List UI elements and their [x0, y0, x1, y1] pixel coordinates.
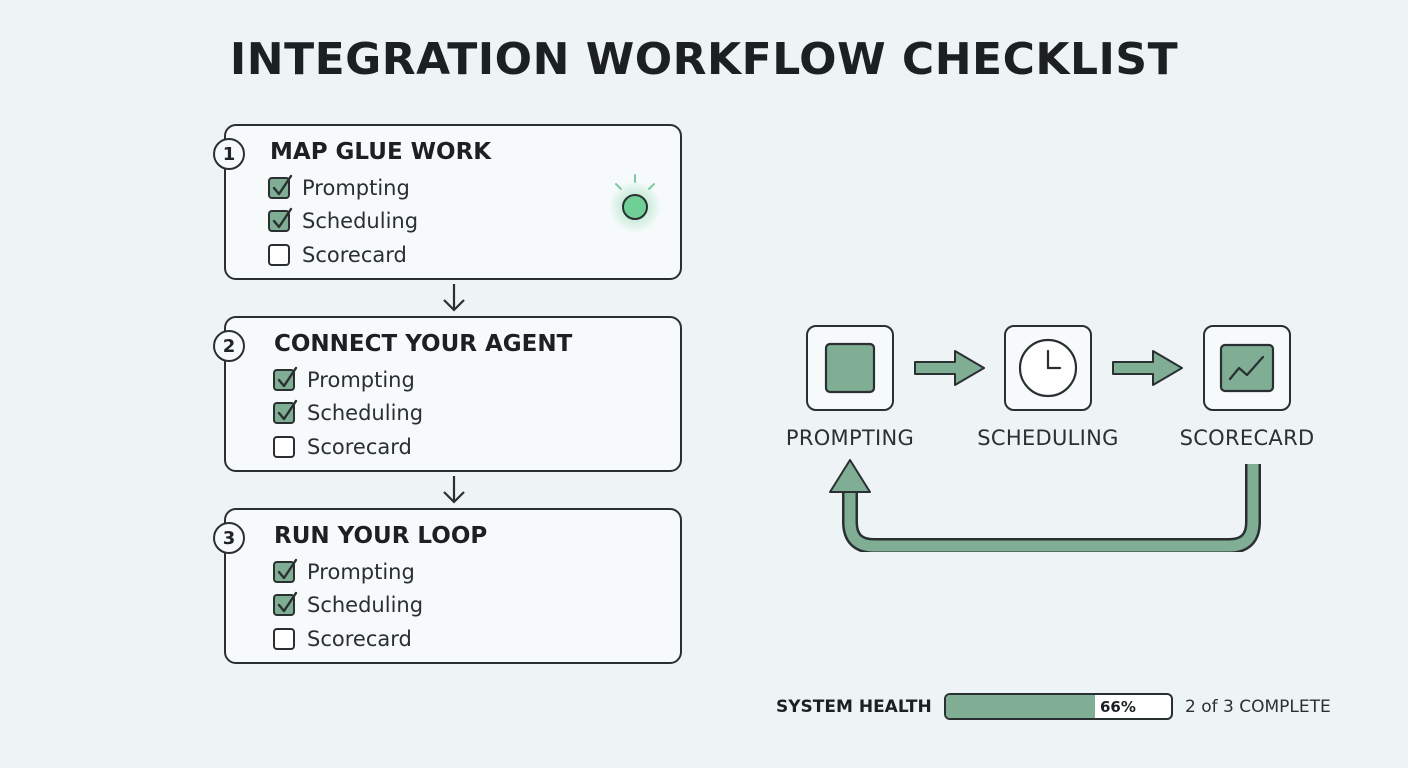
step-title: CONNECT YOUR AGENT — [274, 331, 573, 357]
checkbox[interactable] — [268, 174, 293, 199]
flow-stage-label: SCHEDULING — [977, 426, 1119, 450]
step-card-2: 2 CONNECT YOUR AGENT Prompting Schedulin… — [213, 316, 682, 472]
step-number-badge: 1 — [213, 138, 245, 170]
flow-stage-prompting — [806, 325, 894, 411]
step-number-badge: 2 — [213, 330, 245, 362]
progress-fill — [946, 695, 1095, 718]
checklist-item-label: Scorecard — [307, 627, 412, 651]
checkbox[interactable] — [268, 207, 293, 232]
progress-percent-text: 66% — [1100, 698, 1136, 716]
clock-icon — [1018, 338, 1078, 398]
down-arrow-icon — [440, 282, 468, 318]
page-title: INTEGRATION WORKFLOW CHECKLIST — [229, 34, 1179, 85]
checklist-item-label: Scheduling — [307, 401, 424, 425]
checkbox[interactable] — [273, 436, 295, 458]
step-card-1: 1 MAP GLUE WORK Prompting Scheduling Sco… — [213, 124, 682, 280]
checklist-item-label: Prompting — [307, 560, 415, 584]
flow-stage-label: SCORECARD — [1179, 426, 1315, 450]
checkbox[interactable] — [273, 366, 298, 391]
square-block-icon — [824, 342, 876, 394]
right-arrow-icon — [1111, 348, 1185, 392]
flow-stage-scheduling — [1004, 325, 1092, 411]
checklist-item-scheduling[interactable]: Scheduling — [273, 591, 424, 617]
trend-chart-icon — [1219, 343, 1275, 393]
checklist-item-scorecard[interactable]: Scorecard — [273, 435, 412, 459]
step-title: RUN YOUR LOOP — [274, 523, 488, 549]
flow-stage-scorecard — [1203, 325, 1291, 411]
system-health-progress-bar: 66% — [944, 693, 1173, 720]
step-title: MAP GLUE WORK — [270, 139, 492, 165]
checkbox[interactable] — [273, 558, 298, 583]
down-arrow-icon — [440, 474, 468, 510]
checklist-item-scheduling[interactable]: Scheduling — [268, 207, 419, 233]
checklist-item-scorecard[interactable]: Scorecard — [273, 627, 412, 651]
flow-stage-label: PROMPTING — [785, 426, 915, 450]
step-card-3: 3 RUN YOUR LOOP Prompting Scheduling Sco… — [213, 508, 682, 664]
checklist-item-prompting[interactable]: Prompting — [273, 558, 415, 584]
checklist-item-prompting[interactable]: Prompting — [273, 366, 415, 392]
checklist-item-scheduling[interactable]: Scheduling — [273, 399, 424, 425]
loop-back-arrow-icon — [820, 456, 1266, 556]
checkbox[interactable] — [273, 628, 295, 650]
checklist-item-label: Scheduling — [302, 209, 419, 233]
checklist-item-label: Prompting — [302, 176, 410, 200]
checklist-item-scorecard[interactable]: Scorecard — [268, 243, 407, 267]
step-number-badge: 3 — [213, 522, 245, 554]
checklist-item-prompting[interactable]: Prompting — [268, 174, 410, 200]
checklist-item-label: Prompting — [307, 368, 415, 392]
checkbox[interactable] — [268, 244, 290, 266]
checklist-item-label: Scorecard — [302, 243, 407, 267]
right-arrow-icon — [913, 348, 987, 392]
checklist-item-label: Scorecard — [307, 435, 412, 459]
status-indicator-glow-icon — [606, 172, 666, 246]
completion-count: 2 of 3 COMPLETE — [1185, 697, 1331, 717]
checkbox[interactable] — [273, 399, 298, 424]
system-health-label: SYSTEM HEALTH — [776, 697, 932, 717]
checkbox[interactable] — [273, 591, 298, 616]
checklist-item-label: Scheduling — [307, 593, 424, 617]
